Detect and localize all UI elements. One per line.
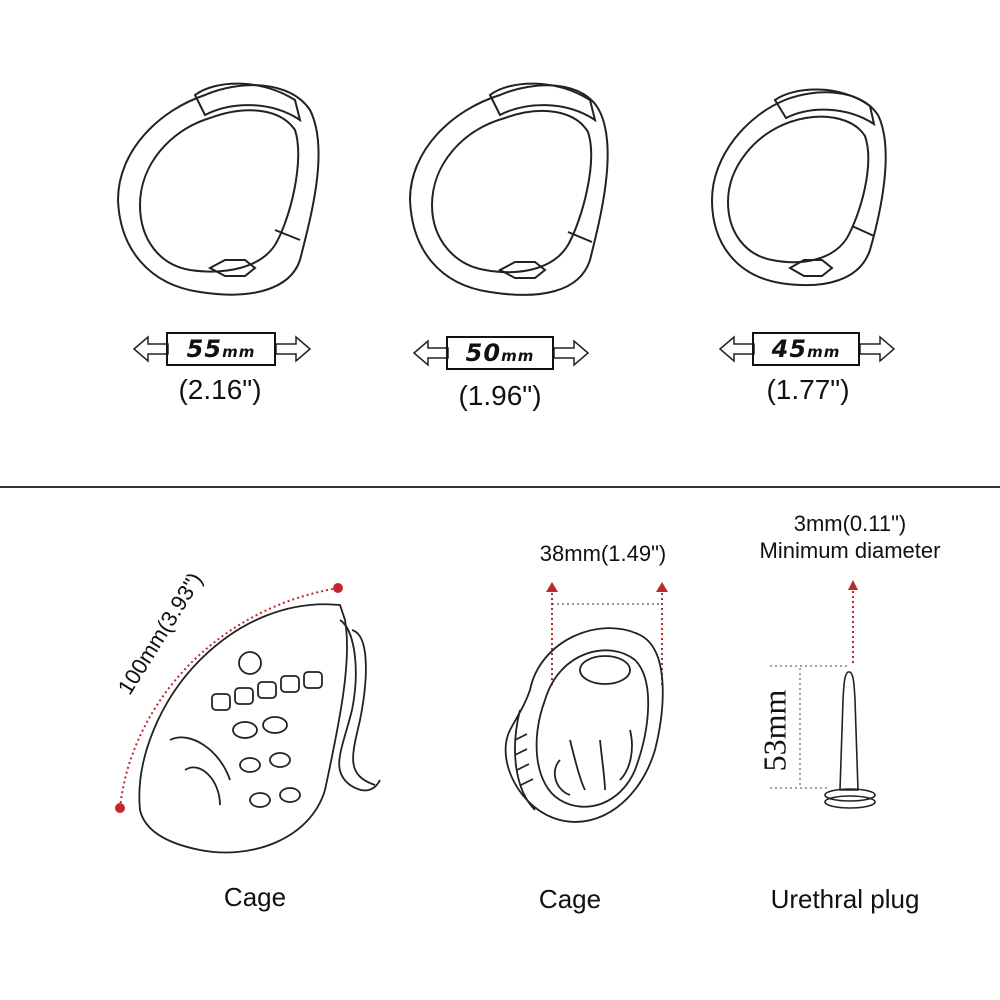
plug-diameter-caption: Minimum diameter <box>759 538 941 563</box>
size-tag-55: 55mm <box>132 332 312 366</box>
size-label: 50mm <box>446 336 554 370</box>
size-inches-label: (2.16") <box>178 374 262 405</box>
caption-cage-1: Cage <box>223 882 287 912</box>
plug-length-label: 53mm <box>756 689 793 772</box>
size-label: 55mm <box>166 332 276 366</box>
cage-width-indicator <box>546 582 668 685</box>
cage-front-illustration <box>504 627 664 823</box>
double-arrow-icon <box>132 335 312 363</box>
size-label: 45mm <box>752 332 860 366</box>
ring-55-illustration <box>116 82 887 296</box>
caption-urethral-plug: Urethral plug <box>770 884 920 914</box>
size-tag-50: 50mm <box>412 336 590 370</box>
caption-cage-2: Cage <box>538 884 602 914</box>
size-inches-label: (1.77") <box>766 374 850 405</box>
size-tag-45: 45mm <box>718 332 896 366</box>
plug-diameter-arrow <box>848 580 858 666</box>
urethral-plug-illustration <box>770 665 876 809</box>
cage-length-arc <box>115 583 343 813</box>
cage-side-illustration <box>138 603 381 854</box>
cage-width-label: 38mm(1.49") <box>539 541 667 566</box>
section-divider <box>0 486 1000 488</box>
plug-diameter-label: 3mm(0.11") Minimum diameter <box>715 510 985 564</box>
double-arrow-icon <box>718 335 896 363</box>
double-arrow-icon <box>412 339 590 367</box>
size-inches-label: (1.96") <box>458 380 542 411</box>
plug-diameter-value: 3mm(0.11") <box>793 511 907 536</box>
